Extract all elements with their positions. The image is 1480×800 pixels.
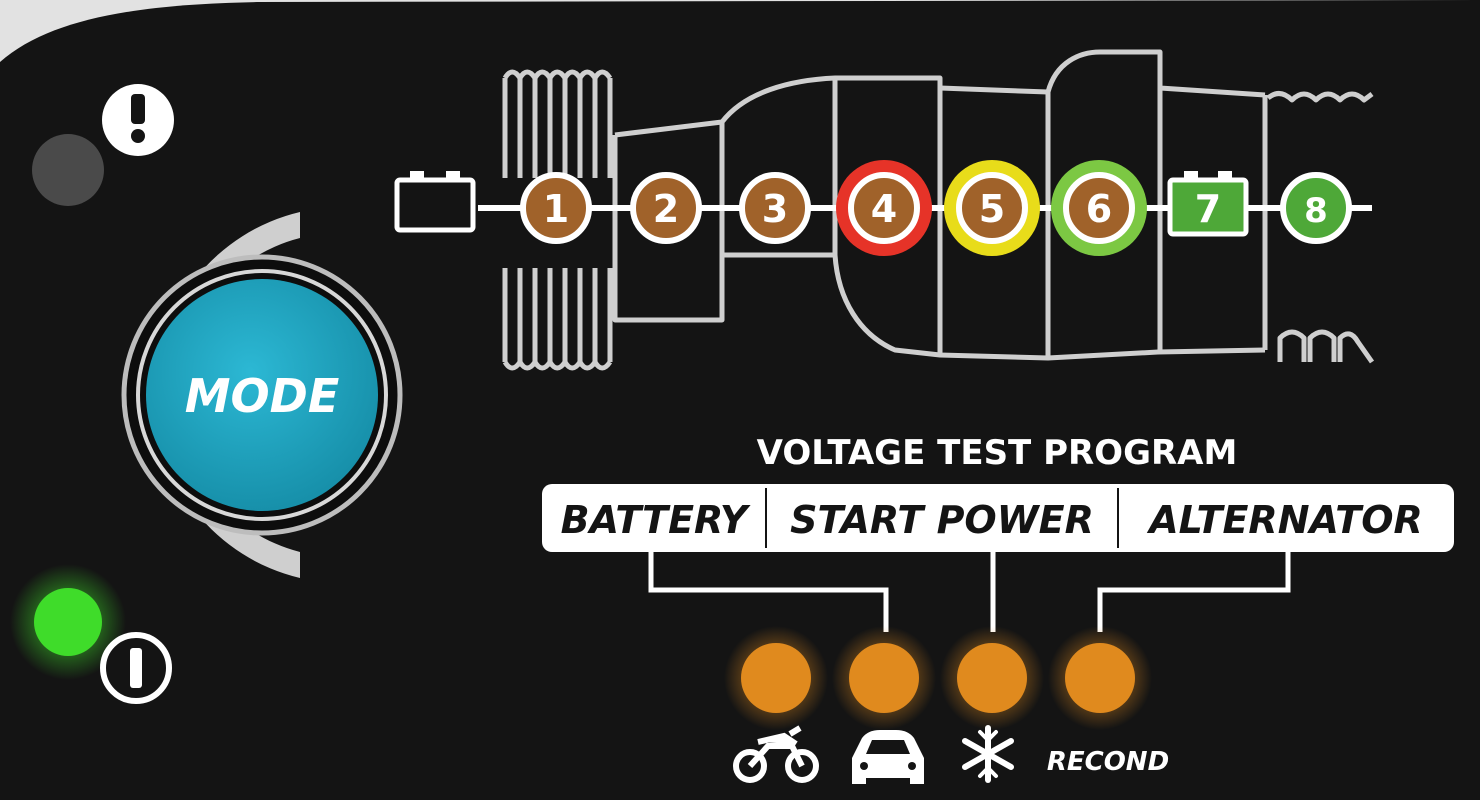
program-led-snow [940,626,1044,730]
motorcycle-icon [733,725,819,783]
svg-text:6: 6 [1086,187,1112,231]
segment-alternator: ALTERNATOR [1146,498,1423,542]
step-2: 2 [630,172,702,244]
step-3: 3 [739,172,811,244]
step-7: 7 [1167,171,1249,237]
mode-button-label: MODE [185,369,340,423]
step-4: 4 [836,160,932,256]
program-led-recond [1048,626,1152,730]
step-1: 1 [520,172,592,244]
voltage-test-bar [542,484,1454,552]
recond-label: RECOND [1047,747,1169,777]
power-icon [100,632,172,704]
segment-start-power: START POWER [790,498,1094,542]
step-6: 6 [1051,160,1147,256]
power-led [34,588,102,656]
svg-text:2: 2 [653,187,679,231]
connector-lines [648,552,1291,632]
svg-text:3: 3 [762,187,788,231]
mode-button[interactable] [146,279,378,511]
step-5: 5 [944,160,1040,256]
battery-icon [394,171,476,233]
svg-text:4: 4 [871,187,897,231]
car-icon [852,730,924,784]
snowflake-icon [962,725,1014,783]
voltage-test-title: VOLTAGE TEST PROGRAM [757,433,1238,473]
exclamation-icon [102,84,174,156]
svg-text:1: 1 [543,187,569,231]
step-8: 8 [1280,172,1352,244]
error-led [32,134,104,206]
segment-battery: BATTERY [561,498,751,542]
svg-text:8: 8 [1304,191,1328,231]
charge-curve-outline [502,49,1375,371]
program-led-motorcycle [724,626,828,730]
program-led-car [832,626,936,730]
svg-text:7: 7 [1195,187,1221,231]
svg-text:5: 5 [979,187,1005,231]
